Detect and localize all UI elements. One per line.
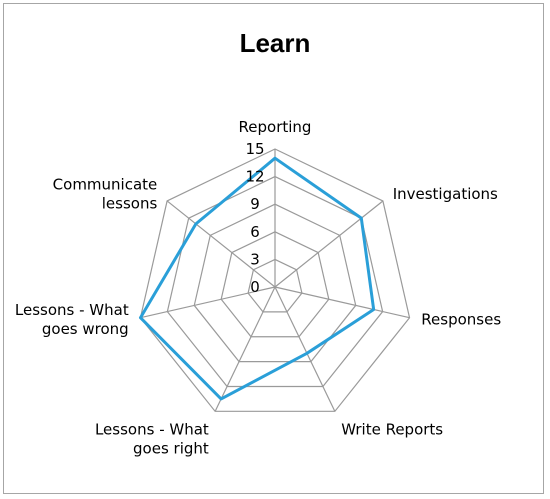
grid-ring — [247, 258, 303, 313]
chart-frame — [3, 3, 544, 494]
tick-label: 0 — [250, 278, 260, 296]
grid-ring — [193, 203, 357, 363]
category-label: Write Reports — [341, 420, 443, 438]
category-label: Reporting — [239, 118, 312, 136]
radar-series — [138, 156, 376, 401]
tick-label: 12 — [245, 168, 264, 186]
grid-ring — [220, 231, 330, 338]
grid-spoke — [166, 200, 276, 288]
grid-spoke — [274, 286, 336, 412]
category-label: Investigations — [393, 185, 498, 203]
grid-ring — [139, 148, 411, 412]
grid-spoke — [214, 286, 276, 412]
grid-spoke — [274, 286, 410, 319]
tick-label: 9 — [250, 195, 260, 213]
tick-label: 3 — [250, 250, 260, 268]
series-line — [138, 156, 376, 401]
grid-spoke — [140, 286, 276, 319]
tick-label: 6 — [250, 223, 260, 241]
tick-label: 15 — [245, 140, 264, 158]
chart-title: Learn — [240, 28, 311, 58]
radar-grid — [139, 148, 411, 412]
category-label: Responses — [421, 310, 501, 328]
radial-tick-labels: 0 3 6 9 12 15 — [245, 140, 264, 296]
grid-spoke — [274, 200, 384, 288]
